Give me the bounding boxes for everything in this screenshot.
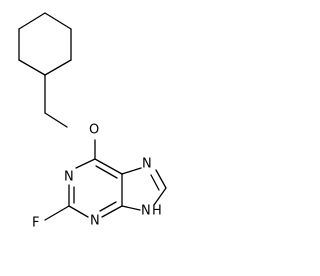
n1-nitrogen-label: N [64, 170, 74, 185]
c5-n7-bond [121, 167, 142, 175]
c4-n3-double-inner [99, 201, 117, 212]
n1-c6-bond [75, 158, 96, 169]
n9-hydrogen-label: H [152, 204, 162, 219]
chemical-structure-diagram: O N N N N H F [18, 12, 167, 231]
c8-n9-bond [153, 187, 167, 206]
pyrimidine-ring [44, 158, 123, 221]
n9-c4-bond [121, 205, 141, 211]
c6-c5-bond [94, 158, 123, 175]
c6-c5-double-inner [95, 165, 118, 179]
c2-fluorine-bond [44, 205, 70, 221]
n9-nitrogen-label: N [141, 204, 151, 219]
imidazole-ring [121, 167, 167, 211]
cyclohexane-ring [18, 12, 72, 76]
n7-nitrogen-label: N [142, 157, 152, 172]
n7-c8-double-inner [150, 174, 160, 191]
ring-bond [18, 12, 46, 30]
fluorine-label: F [32, 216, 39, 231]
ring-bond [44, 12, 72, 30]
n7-c8-bond [155, 169, 167, 189]
c4-n3-bond [101, 205, 123, 218]
atom-labels: O N N N N H F [32, 123, 162, 231]
oxygen-label: O [89, 123, 99, 138]
ring-bond [44, 59, 72, 76]
methylene-ether-linker [44, 74, 96, 160]
n3-nitrogen-label: N [90, 214, 100, 229]
ring-bond [18, 59, 46, 76]
ch2-to-oxygen-bond [44, 112, 68, 128]
n3-c2-bond [68, 205, 89, 218]
